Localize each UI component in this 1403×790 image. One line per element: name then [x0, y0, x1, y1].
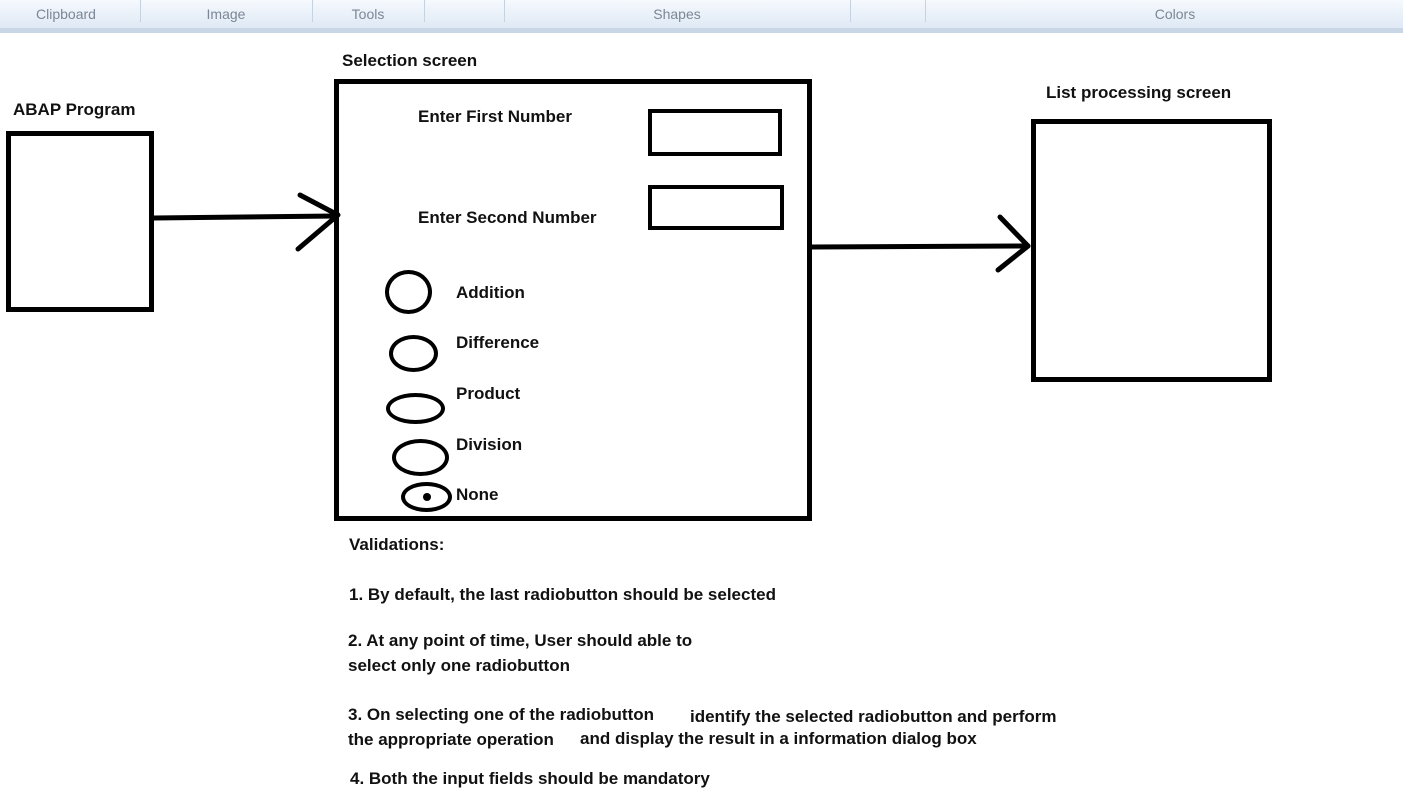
radio-label-product: Product [456, 384, 521, 403]
ribbon-separator [850, 0, 851, 22]
radio-label-addition: Addition [456, 283, 525, 302]
abap-program-label: ABAP Program [13, 100, 136, 119]
second-number-label: Enter Second Number [418, 208, 597, 227]
ribbon-separator [312, 0, 313, 22]
ribbon-separator [140, 0, 141, 22]
abap-program-box [6, 131, 154, 312]
first-number-label: Enter First Number [418, 107, 572, 126]
radio-label-division: Division [456, 435, 523, 454]
validation-item-4: 4. Both the input fields should be manda… [350, 769, 710, 788]
validation-item-3-line-1b: identify the selected radiobutton and pe… [690, 707, 1057, 726]
selection-screen-title: Selection screen [342, 51, 478, 70]
radio-selected-dot [422, 493, 431, 501]
selection-screen-box [334, 79, 812, 521]
first-number-input[interactable] [648, 109, 782, 156]
ribbon-separator [504, 0, 505, 22]
paint-canvas[interactable] [0, 33, 1403, 790]
validation-item-1: 1. By default, the last radiobutton shou… [349, 585, 776, 604]
validations-heading: Validations: [349, 535, 445, 554]
ribbon-group-image[interactable]: Image [206, 6, 246, 22]
radio-addition[interactable] [385, 270, 432, 314]
ribbon-group-clipboard[interactable]: Clipboard [36, 6, 96, 22]
ribbon-separator [424, 0, 425, 22]
list-processing-box [1031, 119, 1272, 382]
list-processing-title: List processing screen [1046, 83, 1232, 102]
arrow-selection-to-list [809, 214, 1031, 273]
validation-item-2-line-1: 2. At any point of time, User should abl… [348, 631, 693, 650]
ribbon-group-tools[interactable]: Tools [351, 6, 385, 22]
validation-item-3-line-2a: the appropriate operation [348, 730, 554, 749]
radio-label-difference: Difference [456, 333, 540, 352]
ribbon-group-colors[interactable]: Colors [1154, 6, 1196, 22]
ribbon-bar: Clipboard Image Tools Shapes Colors [0, 0, 1403, 33]
radio-difference[interactable] [389, 335, 438, 372]
validation-item-3-line-2b: and display the result in a information … [580, 729, 977, 748]
ribbon-separator [925, 0, 926, 22]
radio-label-none: None [456, 485, 499, 504]
validation-item-2-line-2: select only one radiobutton [348, 656, 570, 675]
radio-none[interactable] [401, 482, 452, 512]
radio-product[interactable] [386, 393, 445, 424]
radio-division[interactable] [392, 439, 449, 476]
validation-item-3-line-1a: 3. On selecting one of the radiobutton [348, 705, 655, 724]
arrow-program-to-selection [151, 192, 341, 252]
ribbon-group-shapes[interactable]: Shapes [653, 6, 701, 22]
second-number-input[interactable] [648, 185, 784, 230]
